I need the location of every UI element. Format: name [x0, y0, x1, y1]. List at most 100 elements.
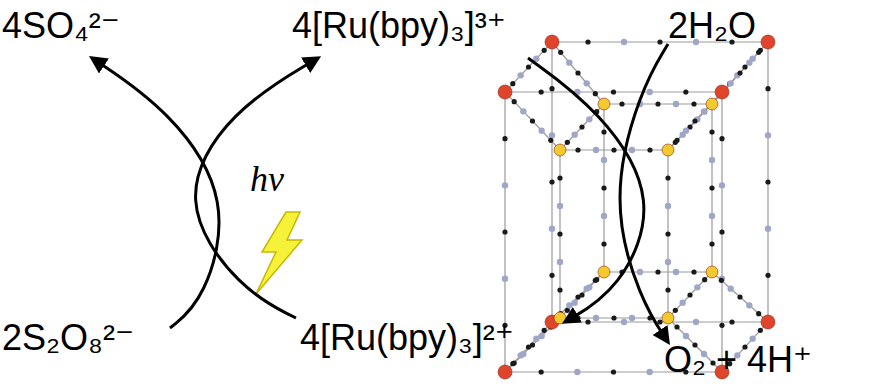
lattice-atom [542, 48, 547, 53]
metal-node [598, 98, 610, 110]
lattice-atom [683, 89, 688, 94]
lattice-atom [502, 229, 507, 234]
light-bolt [256, 212, 302, 294]
lattice-atom [557, 259, 563, 265]
lattice-edge [505, 42, 552, 92]
lattice-atom [655, 101, 660, 106]
lattice-atom [557, 231, 562, 236]
metal-node [662, 312, 674, 324]
metal-node [545, 35, 559, 49]
lattice-atom [646, 89, 652, 95]
lattice-atom [549, 273, 554, 278]
lattice-atom [673, 101, 679, 107]
lattice-atom [674, 324, 679, 329]
framework-cube [498, 35, 775, 379]
lattice-atom [585, 319, 590, 324]
lattice-atom [542, 328, 547, 333]
lattice-atom [566, 302, 572, 308]
lattice-atom [719, 323, 724, 328]
lattice-atom [687, 292, 692, 297]
lattice-atom [657, 39, 662, 44]
lattice-atom [601, 241, 606, 246]
lattice-atom [655, 269, 660, 274]
lattice-atom [502, 182, 508, 188]
lattice-atom [601, 157, 607, 163]
metal-node [761, 315, 775, 329]
lattice-atom [601, 129, 606, 134]
lattice-atom [709, 241, 714, 246]
metal-node [761, 35, 775, 49]
lattice-atom [557, 175, 562, 180]
reaction-arrows [92, 44, 668, 342]
curved-arrow [196, 58, 318, 318]
species-label: O₂ + 4H⁺ [664, 340, 812, 380]
lattice-atom [548, 138, 553, 143]
lattice-atom [746, 59, 752, 65]
lattice-atom [502, 136, 507, 141]
lattice-atom [565, 140, 570, 145]
lattice-atom [566, 59, 572, 65]
lattice-edge [552, 42, 604, 104]
species-label: 4[Ru(bpy)₃]²⁺ [300, 318, 514, 358]
lattice-atom [557, 287, 562, 292]
lattice-atom [574, 369, 580, 375]
lattice-atom [611, 315, 616, 320]
lattice-atom [601, 213, 607, 219]
metal-node [598, 266, 610, 278]
lattice-atom [629, 147, 635, 153]
lattice-atom [601, 185, 606, 190]
lattice-atom [647, 147, 652, 152]
curved-arrow [620, 44, 668, 342]
metal-node [498, 85, 512, 99]
lattice-atom [593, 278, 598, 283]
lattice-atom [746, 302, 752, 308]
lattice-atom [665, 287, 670, 292]
lattice-atom [756, 311, 761, 316]
lattice-atom [737, 70, 742, 75]
lattice-atom [765, 86, 770, 91]
lattice-atom [517, 72, 523, 78]
lattice-atom [702, 277, 707, 282]
lattice-atom [549, 225, 555, 231]
lattice-atom [593, 315, 599, 321]
lattice-atom [520, 351, 526, 357]
lattice-atom [621, 319, 627, 325]
lattice-atom [571, 131, 577, 137]
species-label: hν [250, 160, 284, 200]
lattice-atom [583, 285, 589, 291]
lattice-atom [657, 319, 662, 324]
lattice-atom [727, 285, 733, 291]
lattice-atom [665, 231, 670, 236]
lattice-atom [709, 157, 715, 163]
metal-node [662, 144, 674, 156]
species-label: 2S₂O₈²⁻ [2, 318, 134, 358]
lattice-atom [674, 138, 679, 143]
lattice-atom [593, 91, 598, 96]
lattice-edge [712, 272, 768, 322]
lattice-atom [765, 225, 771, 231]
lattice-atom [765, 132, 771, 138]
lattice-atom [512, 360, 517, 365]
lattice-atom [673, 269, 679, 275]
lattice-atom [693, 319, 699, 325]
lattice-atom [701, 108, 707, 114]
lattice-atom [557, 203, 563, 209]
lattice-atom [575, 70, 580, 75]
lattice-atom [621, 39, 627, 45]
lattice-atom [502, 275, 508, 281]
lattice-atom [765, 179, 770, 184]
lattice-atom [549, 132, 555, 138]
lattice-atom [539, 89, 544, 94]
curved-arrow [528, 58, 644, 322]
species-label: 4[Ru(bpy)₃]³⁺ [292, 6, 506, 46]
metal-node [498, 365, 512, 379]
species-label: 2H₂O [668, 6, 756, 46]
lattice-atom [611, 147, 616, 152]
lattice-atom [665, 259, 671, 265]
lattice-atom [694, 284, 700, 290]
lattice-atom [512, 99, 517, 104]
lattice-edge [668, 272, 712, 318]
lattice-edge [668, 92, 722, 150]
curved-arrow [92, 58, 219, 328]
